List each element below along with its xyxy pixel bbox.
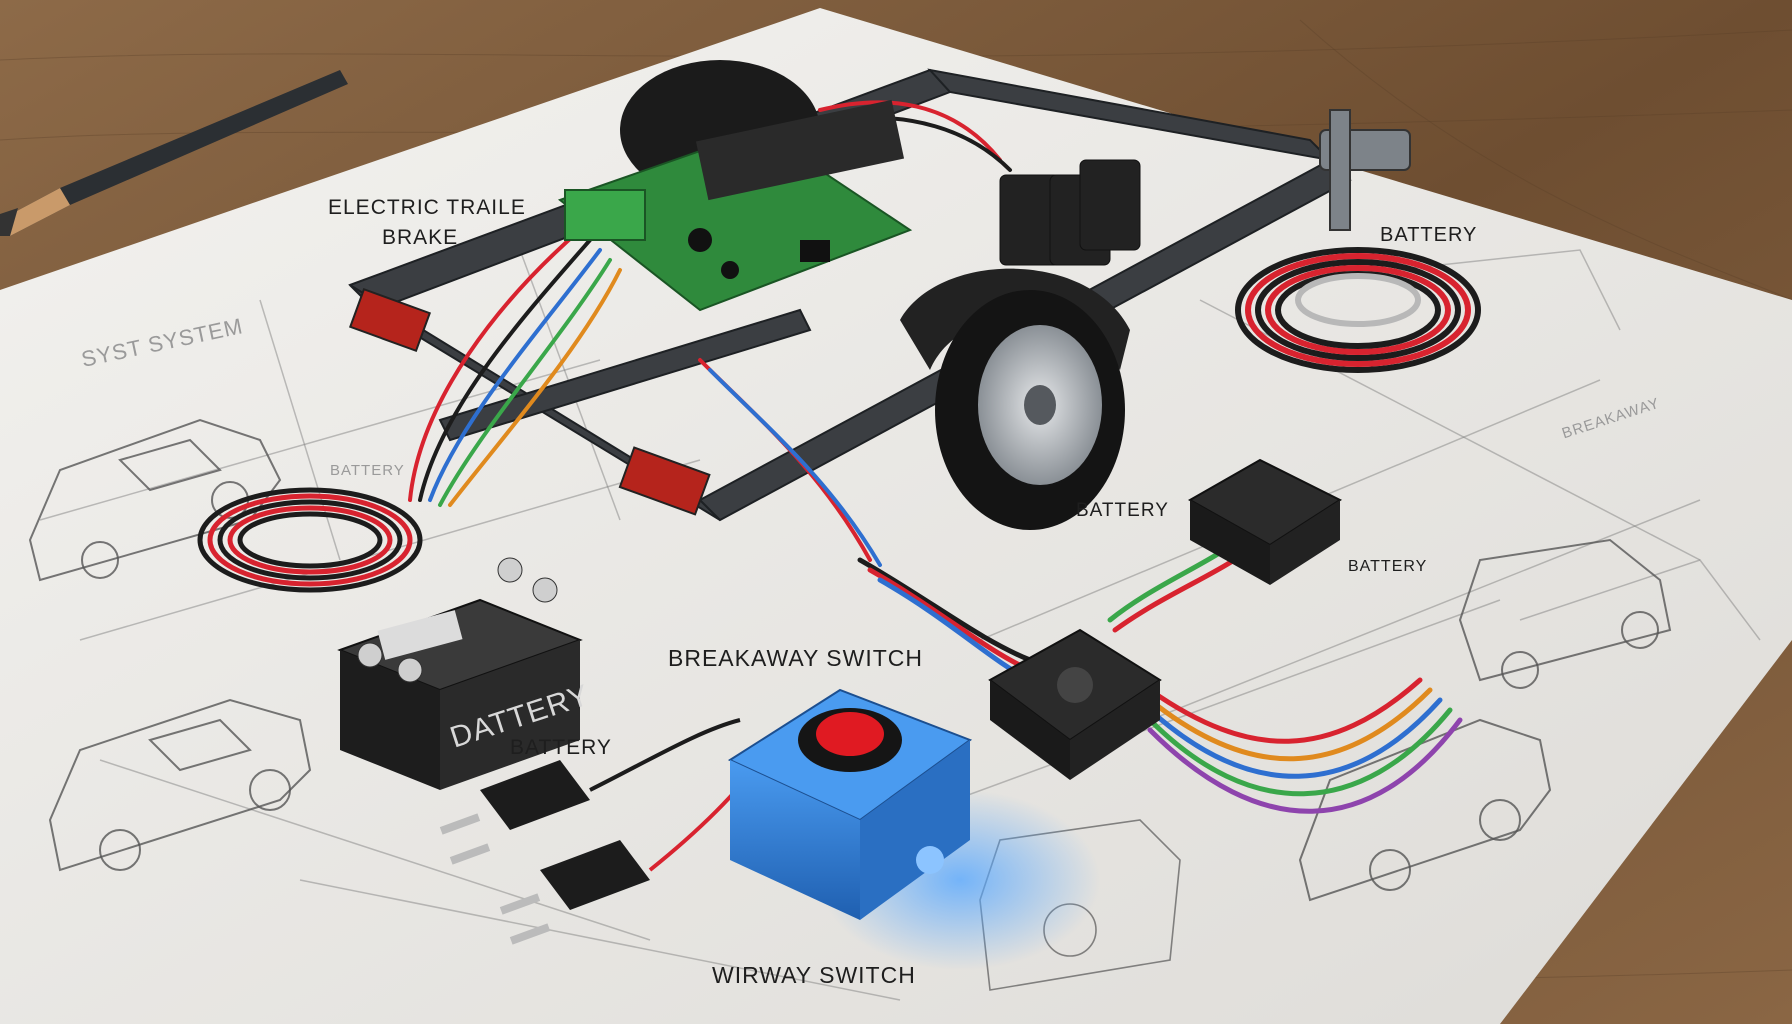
plug-icon [499, 840, 650, 945]
label-breakaway-switch: BREAKAWAY SWITCH [668, 645, 923, 671]
tail-light-right [618, 446, 711, 516]
label-battery-top-right: BATTERY [1380, 224, 1478, 246]
pencil-icon [0, 70, 348, 236]
label-electric-trailer-brake: ELECTRIC TRAILE [328, 196, 526, 219]
wiring-harness [408, 100, 1012, 567]
breakaway-switch-icon [727, 688, 973, 920]
label-battery-right-small: BATTERY [1348, 558, 1428, 575]
hitch-icon [1319, 109, 1411, 231]
plug-icon [439, 760, 590, 865]
tail-light-left [348, 287, 432, 353]
van-sketch-icon [48, 698, 312, 872]
van-sketch-icon [28, 418, 282, 582]
junction-box-icon [988, 628, 1162, 780]
wire-coil-icon [197, 487, 423, 593]
label-battery-under: BATTERY [510, 736, 612, 759]
label-wirway-switch: WIRWAY SWITCH [712, 962, 916, 988]
wheel-icon [900, 268, 1130, 530]
circuit-board-icon [557, 99, 913, 312]
van-sketch-icon [1298, 718, 1552, 902]
wire-coil-icon [1235, 247, 1481, 373]
label-battery-faint-left: BATTERY [330, 462, 405, 479]
label-battery-mid: BATTERY [1076, 500, 1169, 521]
control-box-icon [1187, 458, 1343, 585]
battery-icon [337, 557, 583, 790]
battery-bank-icon [999, 159, 1141, 266]
label-brake: BRAKE [382, 226, 459, 249]
van-sketch-icon [1458, 538, 1672, 689]
